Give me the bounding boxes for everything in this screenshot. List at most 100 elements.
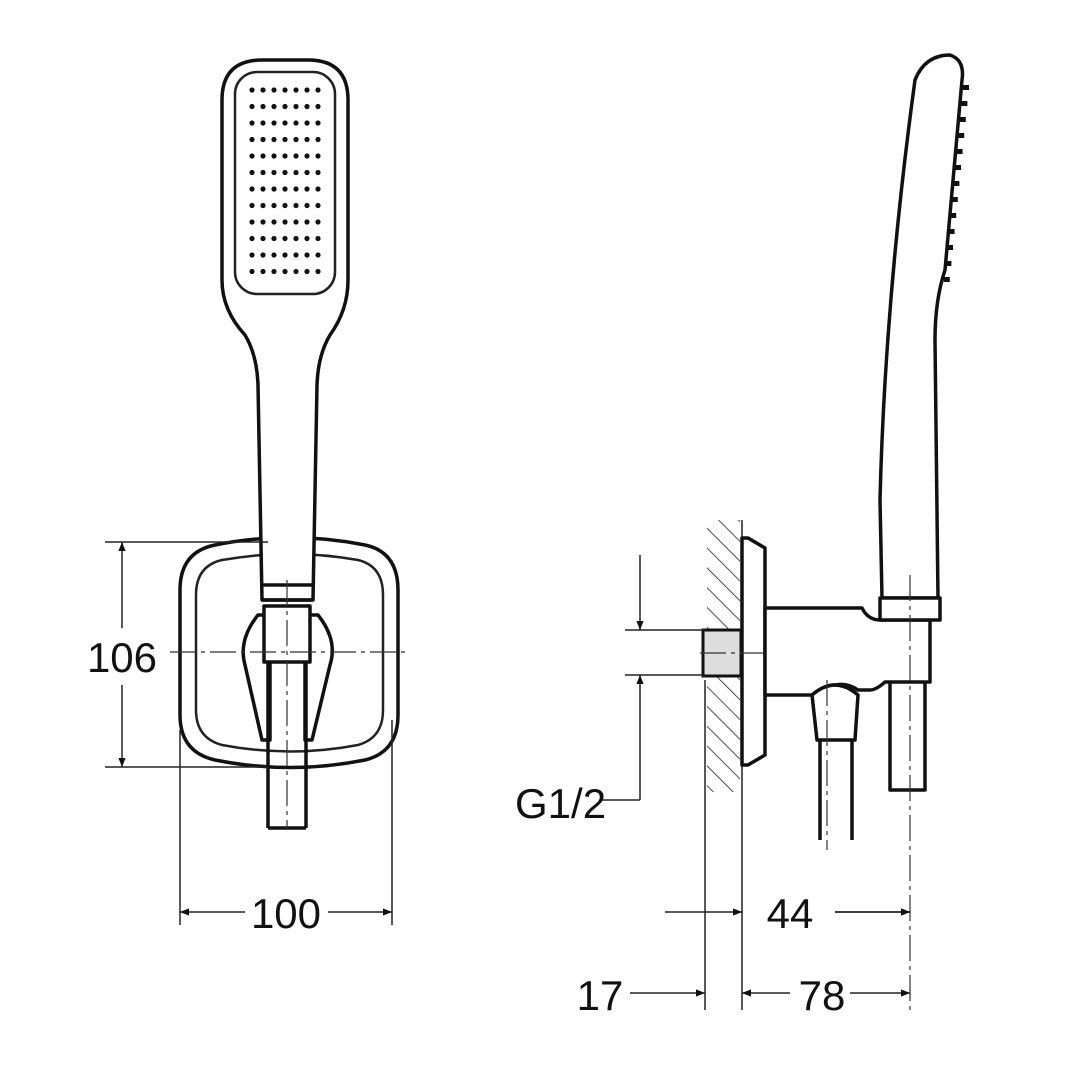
nozzle-dot bbox=[315, 87, 321, 93]
nozzle-dot bbox=[293, 186, 299, 192]
nozzle-tip bbox=[963, 85, 969, 90]
nozzle-dot bbox=[282, 235, 288, 242]
nozzle-dot bbox=[249, 202, 255, 209]
nozzle-tip bbox=[961, 101, 968, 106]
nozzle-dot bbox=[282, 169, 288, 176]
nozzle-dot bbox=[304, 219, 310, 225]
nozzle-dot bbox=[293, 120, 299, 126]
nozzle-dot bbox=[282, 87, 288, 93]
nozzle-dot bbox=[271, 219, 277, 225]
nozzle-dot bbox=[271, 252, 277, 258]
nozzle-tip bbox=[956, 149, 963, 154]
nozzle-dot bbox=[282, 120, 288, 126]
nozzle-dot bbox=[315, 235, 321, 242]
nozzle-dot bbox=[304, 153, 310, 159]
nozzle-dot bbox=[249, 153, 255, 159]
nozzle-dot bbox=[293, 136, 299, 143]
nozzle-dot bbox=[249, 169, 255, 176]
thread-label: G1/2 bbox=[515, 780, 606, 827]
nozzle-dot bbox=[271, 136, 277, 143]
nozzle-dot bbox=[260, 235, 266, 242]
nozzle-dot bbox=[249, 219, 255, 225]
nozzle-dot bbox=[260, 120, 266, 126]
projection-label: 78 bbox=[799, 972, 846, 1019]
nozzle-dot bbox=[304, 202, 310, 209]
nozzle-dot bbox=[260, 136, 266, 143]
nozzle-tip bbox=[955, 165, 961, 170]
nozzle-dot bbox=[293, 103, 299, 110]
nozzle-dot bbox=[271, 202, 277, 209]
nozzle-tip bbox=[959, 117, 966, 122]
wall-plate bbox=[740, 536, 767, 767]
nozzle-dot bbox=[271, 169, 277, 176]
nozzle-dot bbox=[282, 103, 288, 110]
nozzle-dot bbox=[304, 169, 310, 176]
nozzle-tip bbox=[950, 213, 957, 218]
nozzle-dot bbox=[249, 252, 255, 258]
nozzle-dot bbox=[293, 153, 299, 159]
nozzle-dot bbox=[249, 235, 255, 242]
spray-face bbox=[233, 70, 337, 296]
nozzle-dot bbox=[271, 153, 277, 159]
hose-outlet bbox=[810, 683, 860, 742]
nozzle-dot bbox=[293, 235, 299, 242]
nozzle-tip bbox=[945, 261, 952, 266]
nozzle-dot bbox=[282, 268, 288, 275]
nozzle-tip bbox=[951, 197, 958, 202]
nozzle-dot bbox=[282, 136, 288, 143]
nozzle-dot bbox=[304, 235, 310, 242]
nozzle-dot bbox=[304, 268, 310, 275]
nozzle-dot bbox=[315, 219, 321, 225]
nozzle-dot bbox=[260, 186, 266, 192]
nozzle-dot bbox=[293, 268, 299, 275]
nozzle-dot bbox=[282, 202, 288, 209]
nozzle-dot bbox=[271, 186, 277, 192]
nozzle-dot bbox=[260, 219, 266, 225]
nozzle-dot bbox=[304, 136, 310, 143]
nozzle-dot bbox=[271, 120, 277, 126]
nozzle-dot bbox=[304, 103, 310, 110]
hand-shower-side bbox=[878, 53, 965, 600]
wall-bracket-inner bbox=[194, 552, 385, 753]
outlet-offset-label: 44 bbox=[767, 890, 814, 937]
nozzle-dot bbox=[260, 252, 266, 258]
nozzle-dot bbox=[271, 268, 277, 275]
nozzle-dot bbox=[249, 87, 255, 93]
nozzle-dot bbox=[260, 268, 266, 275]
nozzle-dot bbox=[315, 268, 321, 275]
height-dimension-label: 106 bbox=[87, 634, 157, 681]
wall-depth-label: 17 bbox=[577, 972, 624, 1019]
width-dimension-label: 100 bbox=[251, 890, 321, 937]
nozzle-tip bbox=[953, 181, 960, 186]
side-nozzles bbox=[943, 85, 969, 282]
nozzle-dot bbox=[260, 103, 266, 110]
nozzle-dot bbox=[315, 252, 321, 258]
nozzle-dot bbox=[260, 87, 266, 93]
nozzle-dot bbox=[293, 252, 299, 258]
nozzle-dot bbox=[293, 87, 299, 93]
wall-bracket bbox=[178, 535, 400, 770]
nozzle-dot bbox=[304, 252, 310, 258]
nozzle-dot bbox=[249, 120, 255, 126]
nozzle-tip bbox=[948, 229, 955, 234]
nozzle-dot bbox=[249, 186, 255, 192]
nozzle-dot bbox=[282, 219, 288, 225]
nozzle-dot bbox=[315, 136, 321, 143]
nozzle-dot bbox=[304, 87, 310, 93]
side-view: G1/2 44 17 78 bbox=[515, 53, 969, 1019]
nozzle-tip bbox=[958, 133, 965, 138]
nozzle-dot bbox=[315, 202, 321, 209]
handle-hose bbox=[888, 682, 927, 792]
nozzle-dot bbox=[282, 252, 288, 258]
nozzle-dot bbox=[260, 153, 266, 159]
nozzle-dot bbox=[282, 153, 288, 159]
nozzle-dot bbox=[304, 120, 310, 126]
nozzle-dot bbox=[315, 186, 321, 192]
nozzle-tip bbox=[943, 277, 950, 282]
nozzle-dot bbox=[315, 120, 321, 126]
nozzle-dot bbox=[293, 219, 299, 225]
nozzle-dot bbox=[315, 103, 321, 110]
spray-nozzles bbox=[249, 87, 321, 275]
